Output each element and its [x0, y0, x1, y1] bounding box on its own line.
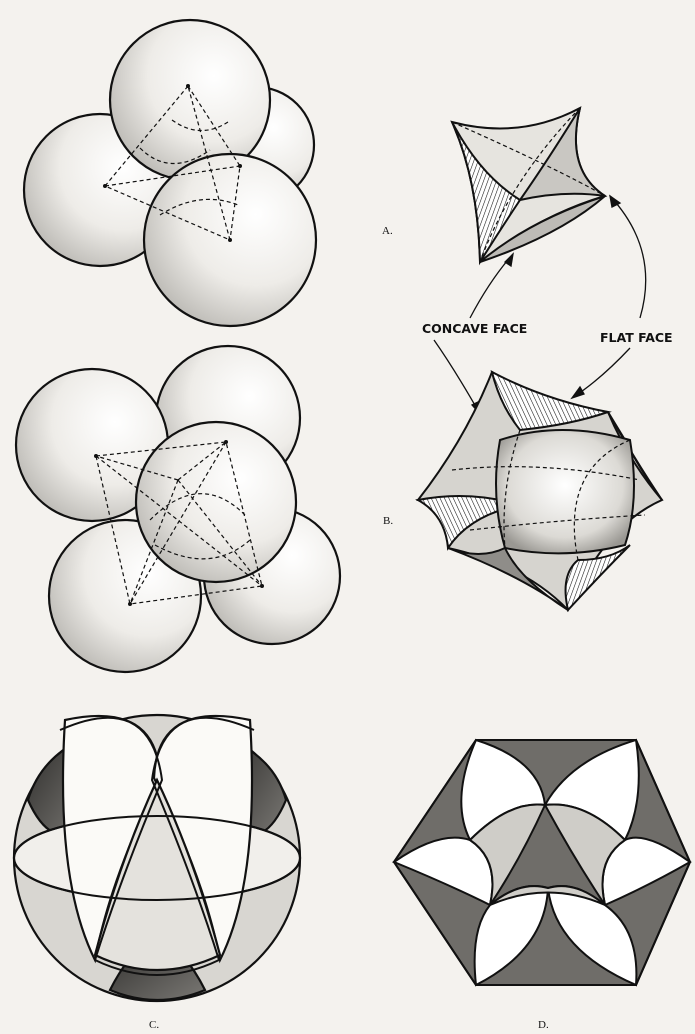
- label-c: C.: [149, 1019, 159, 1031]
- label-flat-face: FLAT FACE: [600, 330, 673, 345]
- octahedral-void-figure: [415, 370, 664, 613]
- hexagonal-pattern: [391, 738, 692, 987]
- octahedral-spheres: [14, 344, 342, 674]
- tetrahedral-spheres: [22, 18, 318, 328]
- label-concave-face: CONCAVE FACE: [422, 321, 527, 336]
- label-d: D.: [538, 1019, 549, 1031]
- tetrahedral-void-figure: [450, 106, 608, 266]
- sphere-great-circles: [12, 713, 302, 1003]
- label-a: A.: [382, 225, 393, 237]
- label-b: B.: [383, 515, 393, 527]
